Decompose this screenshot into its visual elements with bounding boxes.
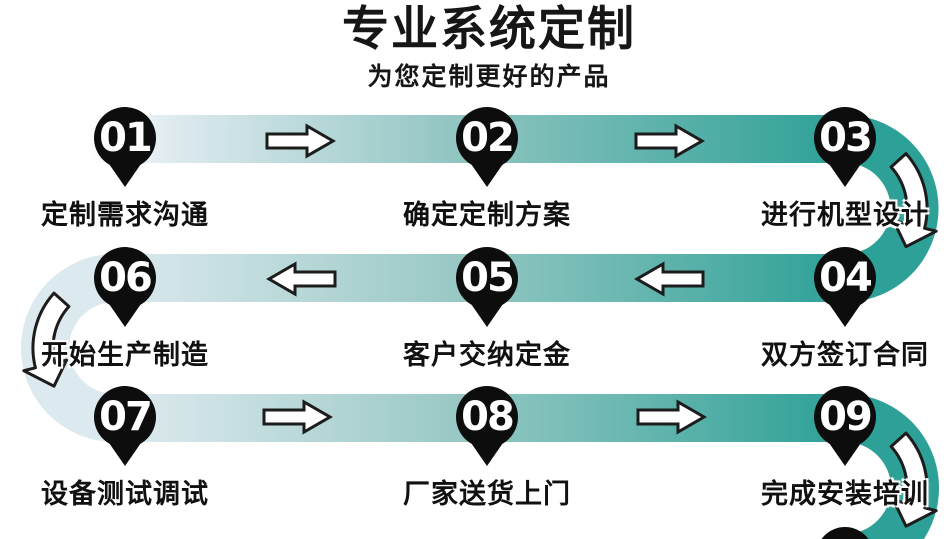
flow-curve-right-top [845,115,939,302]
step-number: 06 [99,255,151,301]
step-number: 01 [99,115,151,161]
partial-pin-10 [821,527,869,539]
page-title: 专业系统定制 [342,2,636,55]
step-label: 设备测试调试 [41,479,209,509]
arrow-left-icon [265,261,337,297]
step-number: 02 [461,115,513,161]
arrow-right-icon [636,399,708,435]
map-pin-icon: 06 [94,247,156,327]
step-label: 完成安装培训 [761,479,929,509]
step-number: 04 [819,255,871,301]
step-08: 08 厂家送货上门 [377,386,597,511]
map-pin-icon: 01 [94,107,156,187]
step-number: 03 [819,115,871,161]
map-pin-icon: 03 [814,107,876,187]
map-pin-icon: 05 [456,247,518,327]
arrow-left-icon [633,261,705,297]
curved-arrow-down-left-icon [22,291,71,388]
curved-arrow-down-right-icon [889,431,938,528]
step-09: 09 完成安装培训 [735,386,950,511]
step-label: 厂家送货上门 [403,479,571,509]
step-05: 05 客户交纳定金 [377,247,597,372]
map-pin-icon: 08 [456,386,518,466]
step-label: 双方签订合同 [761,340,929,370]
step-label: 定制需求沟通 [41,200,209,230]
flow-curve-left [21,254,115,442]
map-pin-icon: 07 [94,386,156,466]
step-number: 08 [461,394,513,440]
step-number: 05 [461,255,513,301]
step-02: 02 确定定制方案 [377,107,597,232]
step-label: 确定定制方案 [403,200,571,230]
step-04: 04 双方签订合同 [735,247,950,372]
step-label: 进行机型设计 [761,200,929,230]
map-pin-icon: 02 [456,107,518,187]
map-pin-icon: 04 [814,247,876,327]
curved-arrow-down-right-icon [889,152,938,249]
step-number: 09 [819,394,871,440]
step-07: 07 设备测试调试 [15,386,235,511]
step-label: 客户交纳定金 [403,340,571,370]
step-label: 开始生产制造 [41,340,209,370]
arrow-right-icon [262,399,334,435]
step-03: 03 进行机型设计 [735,107,950,232]
step-06: 06 开始生产制造 [15,247,235,372]
arrow-right-icon [265,123,337,159]
map-pin-icon: 09 [814,386,876,466]
step-number: 07 [99,394,151,440]
header: 专业系统定制 为您定制更好的产品 [14,2,950,93]
page-subtitle: 为您定制更好的产品 [367,63,611,92]
step-01: 01 定制需求沟通 [15,107,235,232]
arrow-right-icon [634,123,706,159]
